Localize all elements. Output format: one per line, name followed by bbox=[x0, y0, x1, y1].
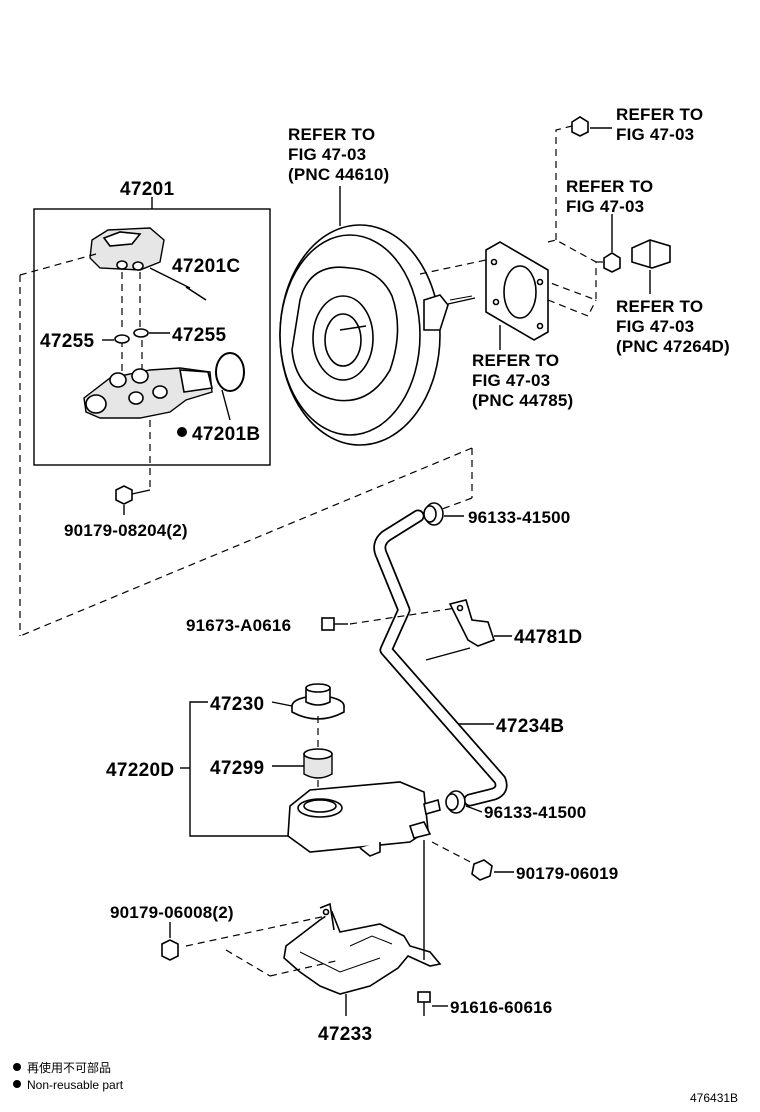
master-cylinder-body bbox=[83, 367, 213, 419]
ref-booster-line3: (PNC 44610) bbox=[288, 165, 389, 184]
label-96133-41500-bottom: 96133-41500 bbox=[484, 803, 586, 822]
label-47201C: 47201C bbox=[172, 256, 240, 277]
reservoir-tank bbox=[287, 781, 441, 857]
booster-gasket bbox=[485, 241, 549, 341]
nut-90179-06019 bbox=[471, 859, 493, 881]
nut-90179-06008 bbox=[161, 939, 179, 961]
label-91616-60616: 91616-60616 bbox=[450, 998, 552, 1017]
o-ring bbox=[215, 352, 245, 392]
ref-gasket-line3: (PNC 44785) bbox=[472, 391, 573, 410]
label-47255-right: 47255 bbox=[172, 325, 226, 346]
bolt-91673-A0616 bbox=[321, 617, 348, 631]
nut-90179-08204 bbox=[115, 485, 133, 505]
ref-top-2-line1: REFER TO bbox=[566, 177, 653, 196]
clevis bbox=[631, 239, 671, 269]
label-90179-06019: 90179-06019 bbox=[516, 864, 618, 883]
nut-second-right bbox=[603, 252, 621, 273]
label-47234B: 47234B bbox=[496, 716, 564, 737]
label-47299: 47299 bbox=[210, 758, 264, 779]
ref-gasket-line1: REFER TO bbox=[472, 351, 559, 370]
ref-clevis-line1: REFER TO bbox=[616, 297, 703, 316]
label-47220D: 47220D bbox=[106, 760, 174, 781]
figure-id: 476431B bbox=[690, 1091, 738, 1105]
hose-bracket-44781D bbox=[448, 599, 496, 647]
legend-en: Non-reusable part bbox=[27, 1078, 124, 1092]
ref-booster-line2: FIG 47-03 bbox=[288, 145, 366, 164]
grommet-left bbox=[114, 334, 130, 344]
label-90179-06008: 90179-06008(2) bbox=[110, 903, 234, 922]
label-90179-08204: 90179-08204(2) bbox=[64, 521, 188, 540]
ref-gasket-line2: FIG 47-03 bbox=[472, 371, 550, 390]
label-47230: 47230 bbox=[210, 694, 264, 715]
non-reusable-dot bbox=[177, 427, 187, 437]
grommet-right bbox=[133, 328, 149, 338]
legend-dot-en bbox=[13, 1080, 21, 1088]
nut-top-right bbox=[571, 116, 589, 137]
hose-clamp-bottom bbox=[445, 790, 466, 814]
label-91673-A0616: 91673-A0616 bbox=[186, 616, 291, 635]
ref-top-1-line2: FIG 47-03 bbox=[616, 125, 694, 144]
master-cylinder-reservoir bbox=[89, 227, 165, 271]
label-47201: 47201 bbox=[120, 179, 174, 200]
label-44781D: 44781D bbox=[514, 627, 582, 648]
label-96133-41500-top: 96133-41500 bbox=[468, 508, 570, 527]
reservoir-cap-47230 bbox=[291, 683, 345, 720]
legend-jp: 再使用不可部品 bbox=[27, 1060, 111, 1075]
hose-clamp-top bbox=[423, 502, 444, 526]
ref-top-2-line2: FIG 47-03 bbox=[566, 197, 644, 216]
label-47255-left: 47255 bbox=[40, 331, 94, 352]
legend-dot-jp bbox=[13, 1063, 21, 1071]
label-47201B: 47201B bbox=[192, 424, 260, 445]
ref-clevis-line3: (PNC 47264D) bbox=[616, 337, 730, 356]
bolt-91616-60616 bbox=[417, 991, 431, 1016]
label-47233: 47233 bbox=[318, 1024, 372, 1045]
ref-booster-line1: REFER TO bbox=[288, 125, 375, 144]
strainer-47299 bbox=[303, 748, 333, 779]
reservoir-bracket-47233 bbox=[283, 902, 442, 995]
ref-top-1-line1: REFER TO bbox=[616, 105, 703, 124]
brake-booster bbox=[279, 224, 476, 446]
ref-clevis-line2: FIG 47-03 bbox=[616, 317, 694, 336]
